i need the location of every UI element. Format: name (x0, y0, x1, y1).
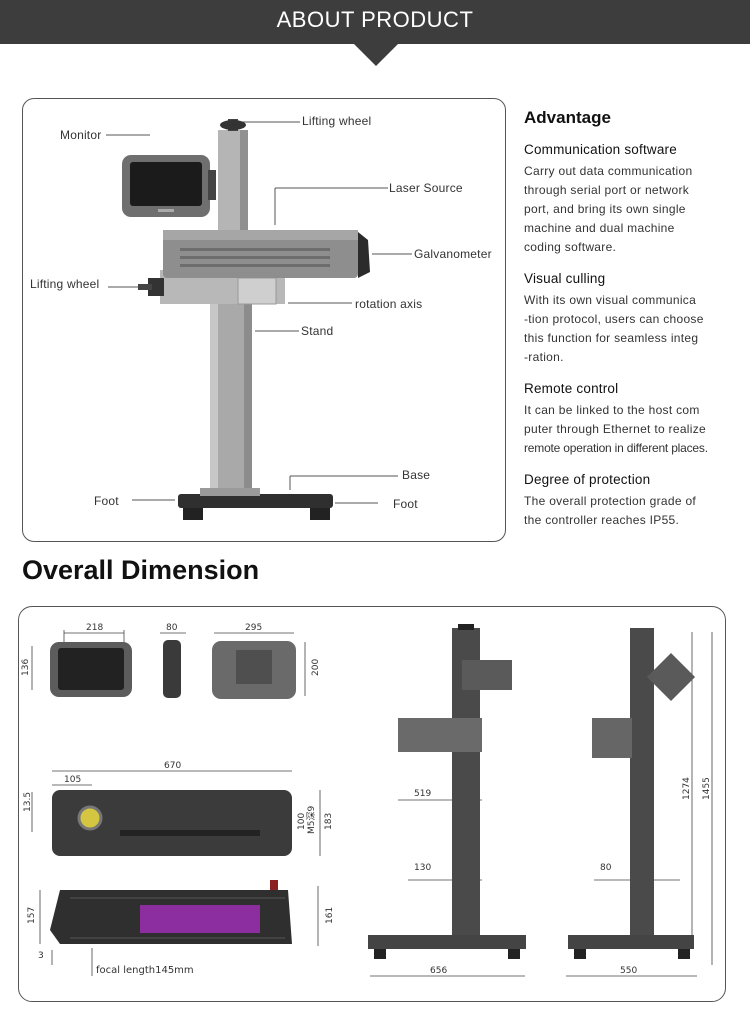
feature-line: machine and dual machine (524, 221, 675, 235)
feature-line: With its own visual communica (524, 293, 697, 307)
dim-source-hole: 100 (297, 813, 307, 830)
monitor-label: Monitor (60, 128, 102, 142)
dim-monitor-width: 218 (86, 623, 103, 633)
base-label: Base (402, 468, 431, 482)
feature-line: Carry out data communication (524, 164, 693, 178)
dim-controller-height: 200 (311, 659, 321, 676)
dim-source-side-height: 157 (27, 907, 37, 924)
dim-source-top: 13.5 (23, 792, 33, 812)
feature-line: The overall protection grade of (524, 494, 697, 508)
dim-source-side-total: 161 (325, 907, 335, 924)
feature-heading: Remote control (524, 381, 619, 396)
stand-label: Stand (301, 324, 334, 338)
feature-line: remote operation in different places. (524, 441, 708, 455)
dim-monitor-height: 136 (21, 659, 31, 676)
dim-source-depth: 183 (324, 813, 334, 830)
feature-body: With its own visual communica -tion prot… (524, 291, 734, 367)
feature-line: puter through Ethernet to realize (524, 422, 707, 436)
advantage-title: Advantage (524, 108, 611, 127)
page-title: ABOUT PRODUCT (276, 7, 474, 32)
dim-source-length: 670 (164, 761, 181, 771)
dim-side-height-2: 1455 (702, 777, 712, 800)
dimension-title: Overall Dimension (22, 555, 260, 585)
foot-right-label: Foot (393, 497, 418, 511)
dim-controller-width: 295 (245, 623, 262, 633)
feature-line: the controller reaches IP55. (524, 513, 680, 527)
feature-line: this function for seamless integ (524, 331, 699, 345)
dim-source-thread: M5深9 (306, 806, 317, 834)
feature-line: coding software. (524, 240, 617, 254)
galvanometer-label: Galvanometer (414, 247, 492, 261)
product-diagram-panel (22, 98, 506, 542)
advantage-section: Advantage Communication software Carry o… (524, 108, 734, 544)
dim-source-offset: 105 (64, 775, 81, 785)
banner-arrow (354, 44, 398, 66)
dim-side-column: 80 (600, 863, 612, 873)
dim-monitor-depth: 80 (166, 623, 178, 633)
feature-heading: Communication software (524, 142, 677, 157)
feature-line: -tion protocol, users can choose (524, 312, 704, 326)
rotation-axis-label: rotation axis (355, 297, 423, 311)
product-illustration (106, 119, 412, 520)
feature-heading: Visual culling (524, 271, 606, 286)
dim-focal-length: focal length145mm (96, 965, 194, 976)
feature-body: Carry out data communication through ser… (524, 162, 734, 257)
dim-front-base: 656 (430, 966, 447, 976)
feature-body: The overall protection grade of the cont… (524, 492, 734, 530)
dim-side-base: 550 (620, 966, 637, 976)
lifting-wheel-left-label: Lifting wheel (30, 277, 100, 291)
header-banner: ABOUT PRODUCT (0, 0, 750, 44)
dim-source-bottom: 3 (38, 951, 44, 961)
feature-line: -ration. (524, 350, 564, 364)
dim-front-arm: 519 (414, 789, 431, 799)
dim-front-column: 130 (414, 863, 431, 873)
feature-body: It can be linked to the host com puter t… (524, 401, 734, 458)
dim-side-height-1: 1274 (682, 777, 692, 800)
feature-line: through serial port or network (524, 183, 690, 197)
feature-line: It can be linked to the host com (524, 403, 700, 417)
lifting-wheel-top-label: Lifting wheel (302, 114, 372, 128)
laser-source-label: Laser Source (389, 181, 463, 195)
feature-heading: Degree of protection (524, 472, 651, 487)
feature-line: port, and bring its own single (524, 202, 686, 216)
foot-left-label: Foot (94, 494, 119, 508)
